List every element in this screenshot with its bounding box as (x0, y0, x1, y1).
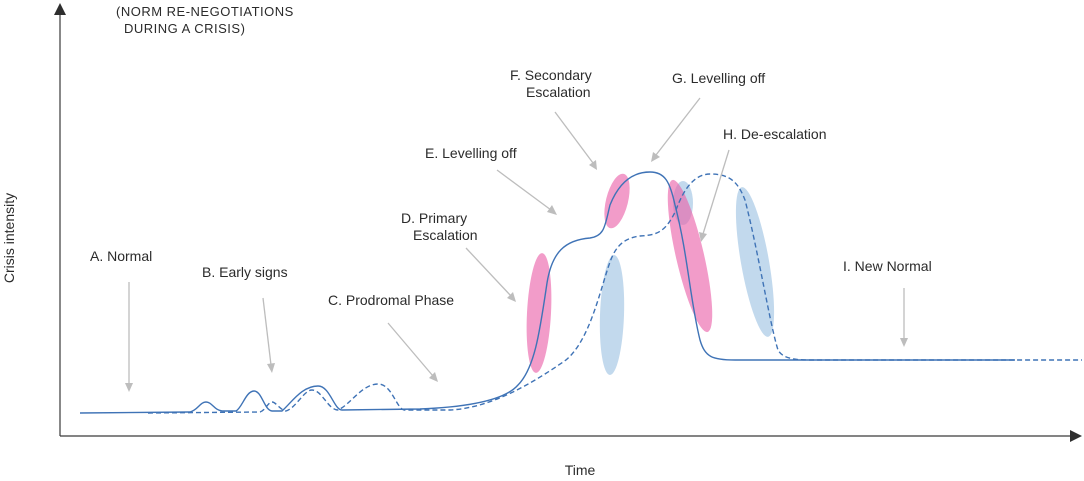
pointer-arrow-c (387, 322, 438, 382)
x-axis-arrowhead (1070, 430, 1082, 442)
pointer-arrow-e (496, 169, 557, 215)
solid-crisis-curve (79, 171, 1015, 414)
pink-highlight-primary-escalation (526, 253, 552, 373)
diagram-title-line-2: DURING A CRISIS) (124, 21, 245, 36)
pointer-arrow-b (262, 297, 275, 373)
pointer-arrow-i (900, 288, 908, 347)
pointer-arrow-d (465, 247, 516, 302)
phase-label-g: G. Levelling off (672, 70, 765, 86)
pink-highlight-de-escalation (667, 179, 713, 333)
blue-highlight-primary-escalation (599, 255, 625, 375)
dashed-crisis-curve (147, 173, 1082, 414)
pointer-arrow-g (651, 97, 701, 162)
phase-label-c: C. Prodromal Phase (328, 292, 454, 308)
diagram-title-line-1: (NORM RE-NEGOTIATIONS (116, 4, 294, 19)
phase-label-b: B. Early signs (202, 264, 288, 280)
blue-highlight-de-escalation (735, 187, 775, 337)
pointer-arrow-f (554, 111, 597, 170)
phase-label-a: A. Normal (90, 248, 152, 264)
phase-label-f: F. Secondary Escalation (510, 67, 596, 100)
pointer-arrow-a (125, 282, 133, 392)
phase-label-i: I. New Normal (843, 258, 932, 274)
phase-label-d: D. Primary Escalation (401, 210, 478, 243)
x-axis-label: Time (565, 462, 596, 478)
y-axis-arrowhead (54, 3, 66, 15)
phase-label-e: E. Levelling off (425, 145, 517, 161)
y-axis-label: Crisis intensity (1, 193, 17, 283)
pink-highlight-secondary-escalation (604, 173, 630, 229)
pointer-arrow-h (699, 149, 730, 242)
phase-label-h: H. De-escalation (723, 126, 827, 142)
